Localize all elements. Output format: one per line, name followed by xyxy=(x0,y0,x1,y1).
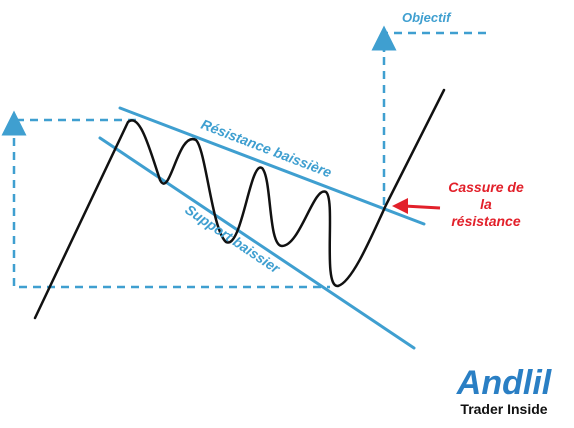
pattern-height-dashed xyxy=(12,118,330,289)
price-curve xyxy=(33,88,446,320)
logo-name: Andlil xyxy=(456,364,553,402)
logo-tagline: Trader Inside xyxy=(460,401,547,417)
breakout-label-line3: résistance xyxy=(451,213,520,229)
breakout-arrow-icon xyxy=(392,198,408,214)
breakout-annotation: Cassure de la résistance xyxy=(392,179,524,229)
breakout-label-line2: la xyxy=(480,196,492,212)
breakout-label-line1: Cassure de xyxy=(448,179,524,195)
andlil-logo: Andlil Trader Inside xyxy=(456,364,553,417)
support-label: Support baissier xyxy=(182,201,284,277)
support-line xyxy=(98,136,416,350)
objective-label: Objectif xyxy=(402,10,452,25)
resistance-line xyxy=(118,106,426,226)
resistance-label: Résistance baissière xyxy=(199,116,334,181)
